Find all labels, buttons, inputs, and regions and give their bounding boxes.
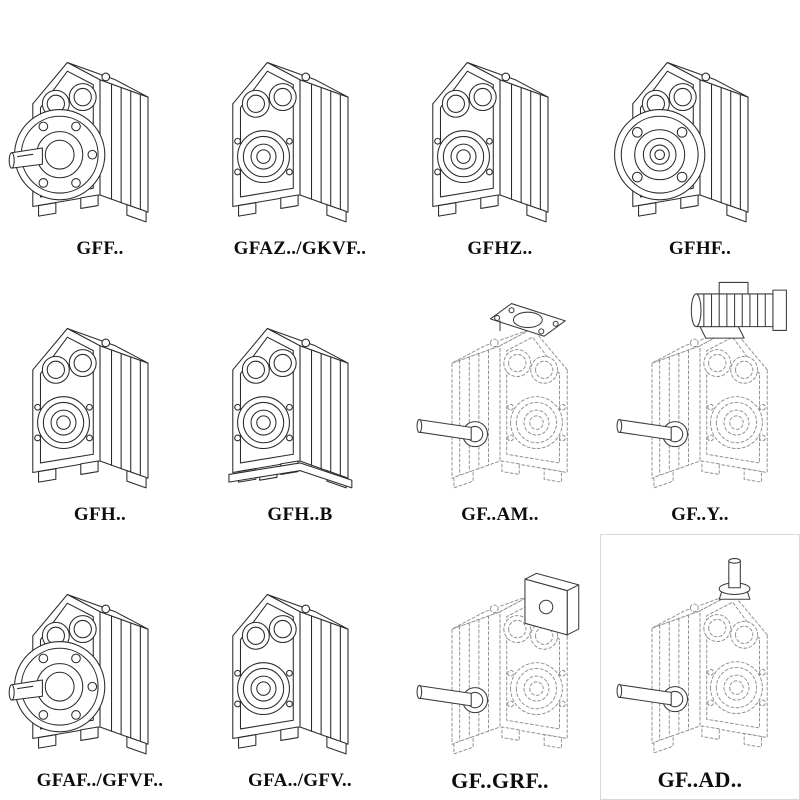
gearbox-drawing-flange-shaft xyxy=(4,11,196,235)
model-label: GFHZ.. xyxy=(467,238,533,259)
model-label: GFA../GFV.. xyxy=(248,770,352,791)
catalog-cell-gfgrf: GF..GRF.. xyxy=(400,534,600,800)
model-label: GF..AM.. xyxy=(461,504,539,525)
model-label: GFH..B xyxy=(267,504,333,525)
gearbox-drawing-foot-mounted xyxy=(204,277,396,501)
catalog-cell-gfy: GF..Y.. xyxy=(600,268,800,534)
gearbox-drawing-motor-adapter xyxy=(404,277,596,501)
gearbox-drawing-hollow-shaft xyxy=(204,11,396,235)
model-label: GFH.. xyxy=(73,504,127,525)
model-label: GF..AD.. xyxy=(657,767,743,792)
model-label: GF..Y.. xyxy=(671,504,729,525)
gearbox-drawing-hollow-shaft xyxy=(404,11,596,235)
catalog-cell-gfaf: GFAF../GFVF.. xyxy=(0,534,200,800)
catalog-cell-gfam: GF..AM.. xyxy=(400,268,600,534)
gearbox-drawing-flange-hollow xyxy=(604,11,796,235)
catalog-cell-gff: GFF.. xyxy=(0,2,200,268)
model-label: GFAZ../GKVF.. xyxy=(233,238,367,259)
catalog-cell-gfad: GF..AD.. xyxy=(600,534,800,800)
gearbox-drawing-input-adapter xyxy=(404,543,596,767)
gearbox-drawing-flange-shaft xyxy=(4,543,196,767)
model-label: GFF.. xyxy=(76,238,124,259)
gearbox-drawing-input-shaft-adapter xyxy=(604,542,796,766)
gearbox-drawing-with-motor xyxy=(604,277,796,501)
gearbox-drawing-shaft-mounted xyxy=(204,543,396,767)
model-label: GFAF../GFVF.. xyxy=(36,770,164,791)
catalog-cell-gfhz: GFHZ.. xyxy=(400,2,600,268)
catalog-cell-gfh: GFH.. xyxy=(0,268,200,534)
catalog-cell-gfaz: GFAZ../GKVF.. xyxy=(200,2,400,268)
catalog-cell-gfa: GFA../GFV.. xyxy=(200,534,400,800)
model-label: GFHF.. xyxy=(668,238,732,259)
model-label: GF..GRF.. xyxy=(451,768,549,793)
catalog-cell-gfhf: GFHF.. xyxy=(600,2,800,268)
gearbox-drawing-hollow-shaft xyxy=(4,277,196,501)
catalog-cell-gfhb: GFH..B xyxy=(200,268,400,534)
